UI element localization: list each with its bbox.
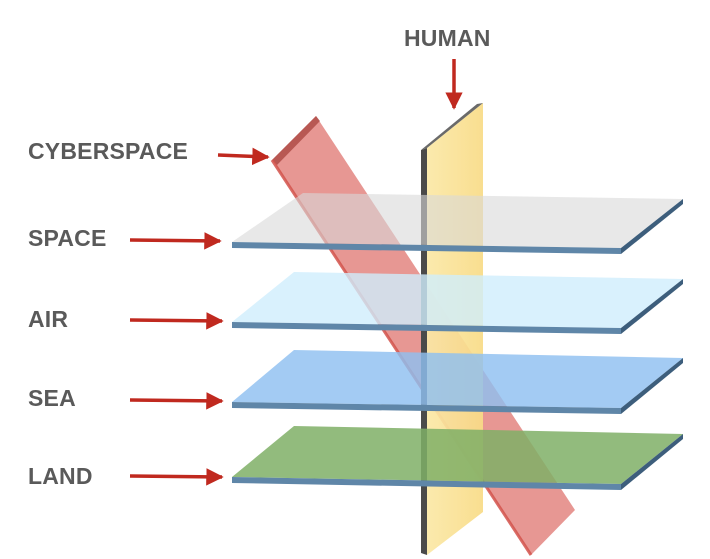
label-sea: SEA bbox=[28, 385, 76, 411]
arrow-cyberspace bbox=[217, 147, 270, 166]
label-cyberspace: CYBERSPACE bbox=[28, 138, 188, 164]
land-plane bbox=[232, 426, 683, 490]
label-space: SPACE bbox=[28, 225, 107, 251]
label-human: HUMAN bbox=[404, 25, 491, 51]
arrow-sea bbox=[129, 392, 224, 410]
space-plane bbox=[232, 193, 683, 254]
label-air: AIR bbox=[28, 306, 68, 332]
sea-plane bbox=[232, 350, 683, 414]
arrow-air bbox=[129, 312, 224, 330]
air-plane bbox=[232, 272, 683, 334]
arrow-land bbox=[129, 468, 224, 486]
arrow-space bbox=[129, 232, 222, 250]
label-land: LAND bbox=[28, 463, 93, 489]
